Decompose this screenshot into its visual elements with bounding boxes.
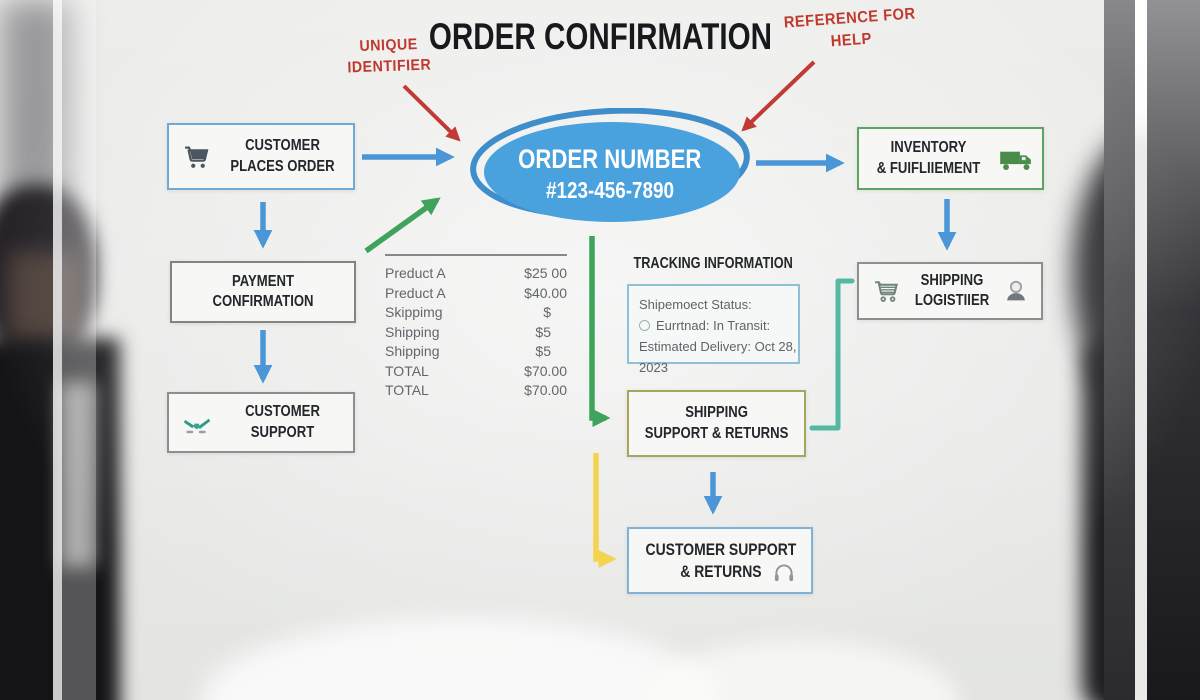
node-label: CUSTOMER SUPPORT & RETURNS [645,539,797,581]
tracking-box: Shipemoect Status: Eurrtnad: In Transit:… [627,284,800,375]
annotation-unique-identifier: UNIQUE IDENTIFIER [347,35,432,77]
receipt-row: TOTAL$70.00 [385,382,567,398]
arrow-reference-for-help [741,60,816,132]
node-label: CUSTOMER PLACES ORDER [230,137,335,175]
tracking-status-line: Eurrtnad: In Transit: [639,315,798,336]
arrow-payment-to-ordernumber [364,197,441,254]
connector-logistics-to-shipping-support [809,278,855,431]
node-inventory-fulfillment: INVENTORY & FUIFLIIEMENT [857,127,1044,190]
node-label: INVENTORY & FUIFLIIEMENT [876,139,981,177]
headphones-icon [771,561,797,585]
node-customer-support: CUSTOMER SUPPORT [167,392,355,453]
node-shipping-logistics: SHIPPING LOGISTIIER [857,262,1043,320]
page-title: ORDER CONFIRMATION [428,16,772,57]
receipt-divider [385,254,567,256]
node-label: PAYMENT CONFIRMATION [212,272,314,310]
ellipse-shape [470,107,750,222]
receipt-row: Shipping$5 [385,323,551,340]
tracking-delivery-line: Estimated Delivery: Oct 28, 2023 [639,339,797,375]
receipt-row: Shipping$5 [385,343,551,359]
node-shipping-support-returns: SHIPPING SUPPORT & RETURNS [627,390,806,457]
arrow-unique-identifier [402,84,461,142]
node-customer-support-returns: CUSTOMER SUPPORT & RETURNS [627,527,813,594]
tracking-heading: TRACKING INFORMATION [633,255,793,272]
cart-outline-icon [872,277,902,305]
arrow-ordernumber-to-shipping-support [589,236,611,428]
status-circle-icon [639,320,650,331]
arrow-yellow-to-customer-returns [593,453,617,569]
order-number-ellipse: ORDER NUMBER #123-456-7890 [466,107,754,234]
receipt-row: Preduct A$40.00 [385,284,567,301]
handshake-icon [182,410,212,436]
order-number-text: ORDER NUMBER #123-456-7890 [518,144,702,203]
person-icon [1002,277,1030,305]
truck-icon [998,144,1036,174]
node-label: SHIPPING SUPPORT & RETURNS [644,404,789,442]
order-receipt: Preduct A$25 00 Preduct A$40.00 Skippimg… [385,254,567,401]
node-customer-places-order: CUSTOMER PLACES ORDER [167,123,355,190]
receipt-row: Skippimg$ [385,304,551,320]
tracking-status-label: Shipemoect Status: [639,297,752,312]
receipt-row: TOTAL$70.00 [385,362,567,379]
node-label: CUSTOMER SUPPORT [245,403,320,441]
receipt-row: Preduct A$25 00 [385,265,567,281]
shopping-cart-icon [182,143,212,171]
node-label: SHIPPING LOGISTIIER [914,271,990,309]
node-payment-confirmation: PAYMENT CONFIRMATION [170,261,356,323]
